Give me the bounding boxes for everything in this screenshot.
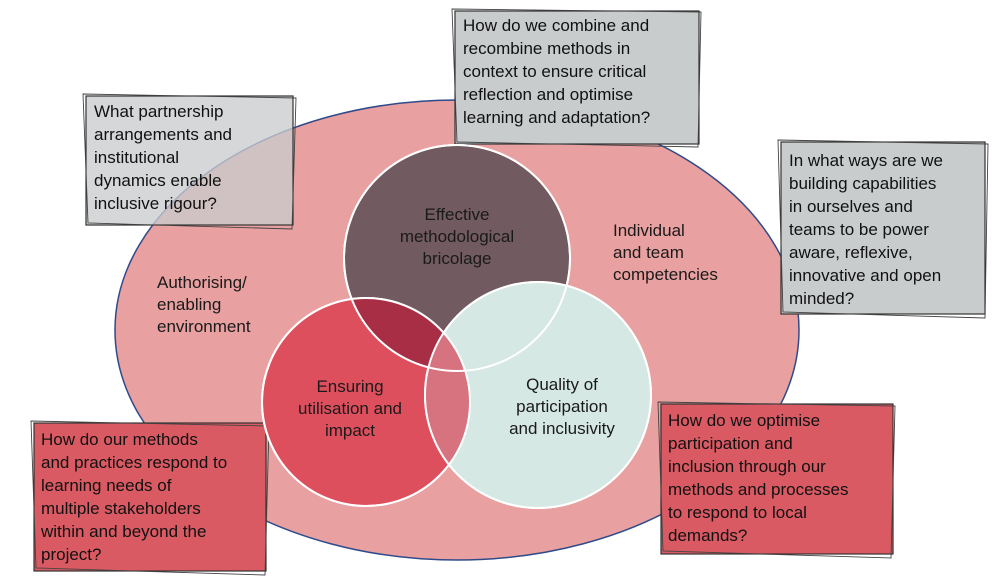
question-box-right — [777, 139, 989, 319]
label-line: Authorising/ — [157, 273, 247, 292]
label-circle-top: Effective methodological bricolage — [400, 205, 514, 268]
label-team-competencies: Individual and team competencies — [613, 221, 718, 284]
overlap-top-left — [344, 298, 470, 371]
label-line: bricolage — [423, 249, 492, 268]
question-top-left: What partnership arrangements and instit… — [94, 102, 232, 213]
label-line: utilisation and — [298, 399, 402, 418]
question-box-bottom-left — [30, 420, 270, 576]
circle-top-outline — [343, 144, 571, 372]
label-line: Ensuring — [316, 377, 383, 396]
label-line: and team — [613, 243, 684, 262]
circle-left-outline — [261, 297, 471, 507]
label-circle-left: Ensuring utilisation and impact — [298, 377, 402, 440]
question-right: In what ways are we building capabilitie… — [789, 151, 944, 308]
label-line: environment — [157, 317, 251, 336]
question-box-top-left — [82, 93, 297, 230]
label-authorising-environment: Authorising/enabling environment — [157, 273, 251, 336]
question-bottom-left: How do our methods and practices respond… — [41, 430, 228, 564]
label-line: methodological — [400, 227, 514, 246]
label-line: participation — [516, 397, 608, 416]
circle-right-outline — [424, 281, 652, 509]
label-line: and inclusivity — [509, 419, 615, 438]
label-line: competencies — [613, 265, 718, 284]
label-line: enabling — [157, 295, 221, 314]
label-line: Quality of — [526, 375, 598, 394]
question-box-bottom-right — [657, 401, 896, 559]
label-line: Effective — [425, 205, 490, 224]
label-circle-right: Quality of participation and inclusivity — [509, 375, 615, 438]
label-line: Individual — [613, 221, 685, 240]
question-bottom-right: How do we optimise participation and inc… — [668, 411, 849, 545]
label-line: impact — [325, 421, 375, 440]
question-box-top-center — [451, 8, 702, 148]
question-top-center: How do we combine and recombine methods … — [463, 16, 651, 127]
